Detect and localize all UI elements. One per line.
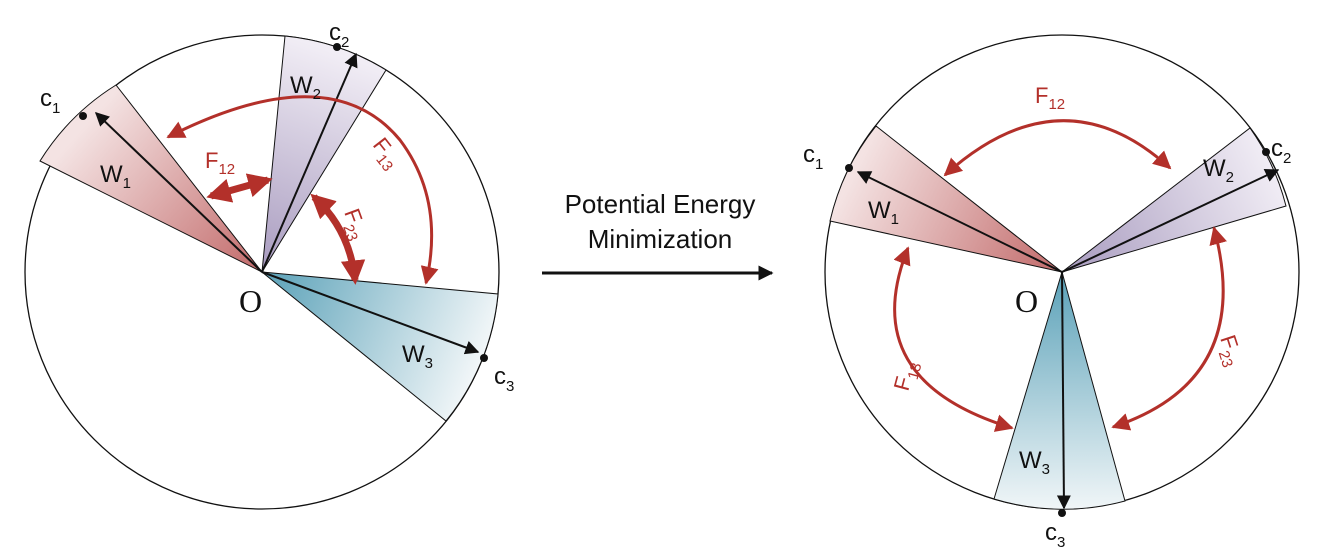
left-vector-c3 [261,271,480,355]
left-point-c1 [79,112,87,120]
right-vector-c3 [1056,271,1071,510]
caption-line-2: Minimization [588,224,733,254]
right-vector-c1 [856,171,1063,273]
right-label-c3: c3 [1045,519,1065,551]
right-label-f13: F13 [889,358,926,395]
transition: Potential Energy Minimization [542,189,774,281]
right-label-origin: O [1015,283,1038,319]
left-label-c3: c3 [494,363,514,395]
right-point-c2 [1262,148,1270,156]
left-force-arrow-f23 [310,193,366,285]
left-wedge-w3 [260,271,499,422]
right-label-c1: c1 [803,141,823,173]
left-panel: c1 c2 c3 W1 W2 W3 F12 F13 F23 O [24,19,514,510]
right-label-w3: W3 [1019,447,1050,478]
left-label-w2: W2 [290,72,321,103]
right-label-c2: c2 [1271,135,1291,167]
right-label-f12: F12 [1035,83,1065,113]
right-vector-c2 [1061,169,1280,273]
left-label-f12: F12 [205,148,235,178]
left-force-arrow-f13 [166,95,439,285]
left-point-c2 [333,43,341,51]
right-panel: c1 c2 c3 W1 W2 W3 F12 F13 F23 O [803,34,1300,551]
left-label-c1: c1 [40,85,60,117]
left-label-c2: c2 [329,19,349,51]
left-force-arrow-f12 [206,173,273,203]
right-point-c1 [845,164,853,172]
left-point-c3 [480,354,488,362]
left-label-origin: O [239,283,262,319]
right-force-arrow-f23 [1111,226,1227,431]
caption-line-1: Potential Energy [565,189,756,219]
left-label-w3: W3 [402,341,433,372]
right-label-w1: W1 [868,197,899,228]
right-force-arrow-f13 [893,246,1014,432]
right-force-arrow-f12 [943,119,1172,177]
right-label-w2: W2 [1203,155,1234,186]
left-label-w1: W1 [100,161,131,192]
right-point-c3 [1058,509,1066,517]
